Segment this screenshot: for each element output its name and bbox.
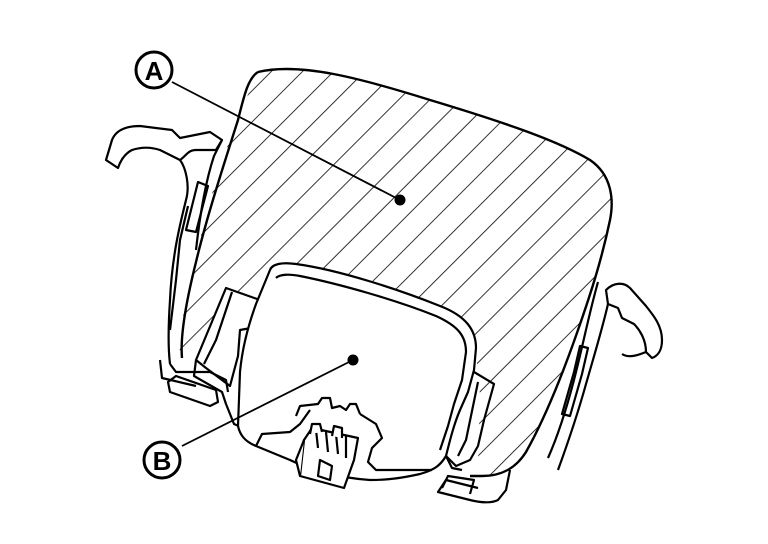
leader-line-b [182, 360, 353, 446]
callout-a-label: A [145, 56, 164, 86]
callout-a: A [136, 52, 172, 88]
pointer-dot-a [394, 194, 406, 206]
leader-line-a [172, 82, 400, 200]
left-mounting-clip [106, 126, 228, 406]
switch-panel [238, 263, 476, 480]
callout-b-label: B [153, 446, 172, 476]
leader-lines [172, 82, 400, 446]
pointer-dot-b [347, 354, 359, 366]
callout-b: B [144, 442, 180, 478]
right-mounting-clip [438, 282, 662, 502]
connector [296, 398, 360, 488]
